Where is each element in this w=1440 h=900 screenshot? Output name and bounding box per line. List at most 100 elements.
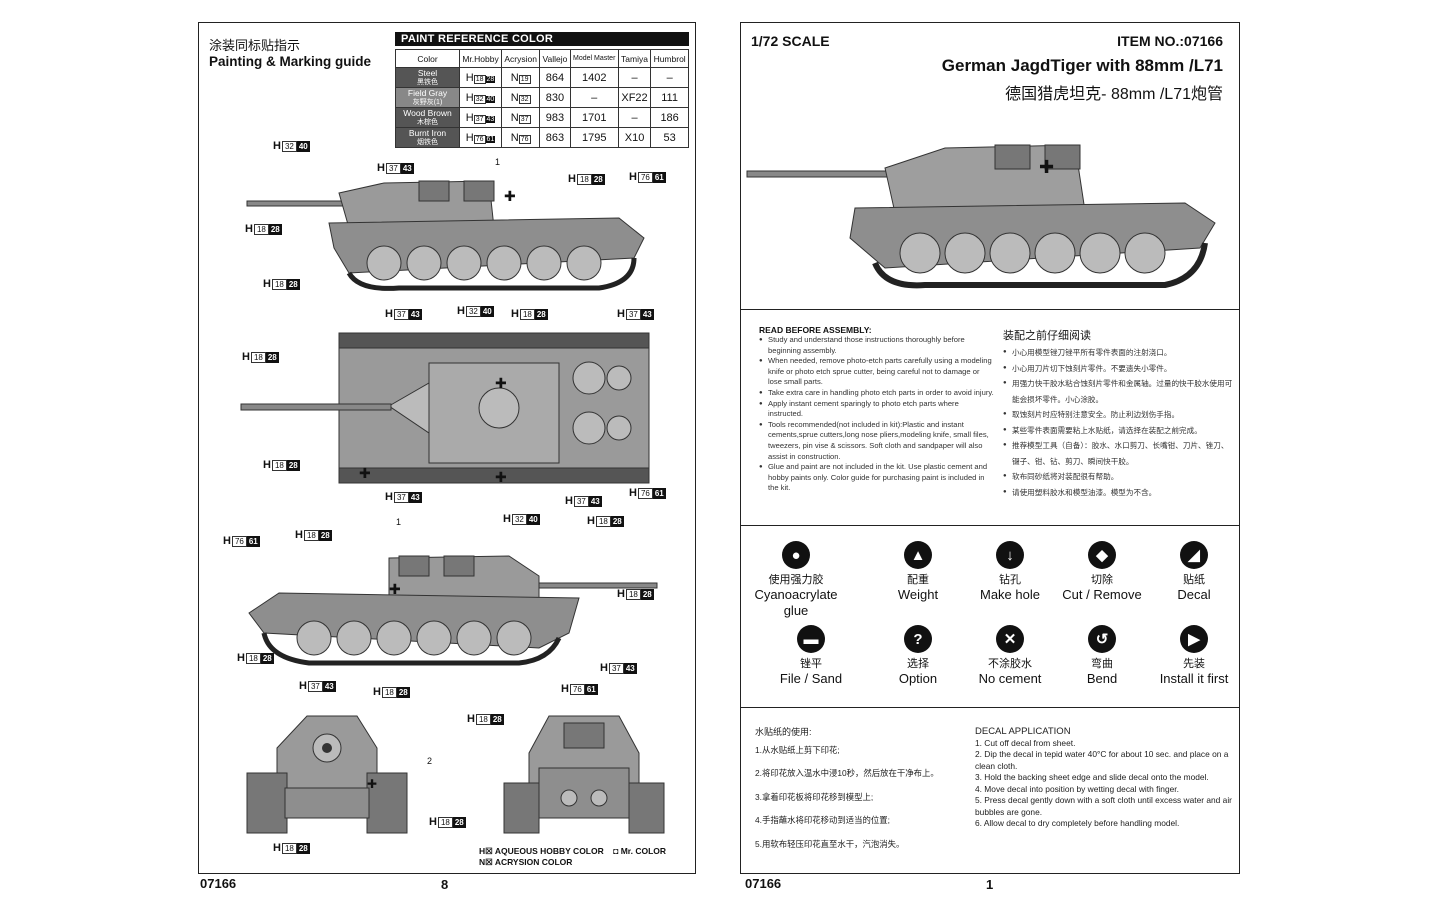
tank-front-view: ✚ xyxy=(246,715,408,834)
right-item-number: 07166 xyxy=(745,876,782,891)
instruction-item-cn: 请使用塑料胶水和模型油漆。模型为不含。 xyxy=(1003,485,1233,501)
decal-cn-step: 1.从水贴纸上剪下印花; xyxy=(755,744,840,755)
decal-en-step: 4. Move decal into position by wetting d… xyxy=(975,783,1179,794)
paint-reference: PAINT REFERENCE COLOR Color Mr.Hobby Acr… xyxy=(395,32,689,148)
tank-rear-view xyxy=(503,715,665,834)
paint-table: Color Mr.Hobby Acrysion Vallejo Model Ma… xyxy=(395,49,689,148)
decal-en-step: 6. Allow decal to dry completely before … xyxy=(975,818,1180,828)
decal-cn: 水贴纸的使用: 1.从水贴纸上剪下印花; 2.将印花放入温水中浸10秒，然后放在… xyxy=(755,727,980,856)
legend-h: AQUEOUS HOBBY COLOR xyxy=(494,846,604,856)
svg-text:✚: ✚ xyxy=(389,581,401,597)
paint-vallejo: 863 xyxy=(539,127,571,148)
svg-text:✚: ✚ xyxy=(504,188,516,204)
color-legend: H☒ AQUEOUS HOBBY COLOR ◘ Mr. COLOR N☒ AC… xyxy=(479,846,667,867)
paint-table-header-row: Color Mr.Hobby Acrysion Vallejo Model Ma… xyxy=(395,49,689,68)
paint-tamiya: – xyxy=(617,67,652,88)
col-acrysion: Acrysion xyxy=(501,49,541,68)
instruction-item: When needed, remove photo-etch parts car… xyxy=(759,356,994,388)
paint-mm: – xyxy=(569,87,619,108)
tank-side-view-right: ✚ xyxy=(248,555,658,666)
tank-box-art: ✚ xyxy=(746,144,1216,289)
decal-en-step: 3. Hold the backing sheet edge and slide… xyxy=(975,772,1209,782)
decal-en: DECAL APPLICATION 1. Cut off decal from … xyxy=(975,726,1233,830)
instruction-item-cn: 某些零件表面需要粘上水贴纸，请选择在装配之前完成。 xyxy=(1003,423,1233,439)
left-page: 涂装同标贴指示 Painting & Marking guide PAINT R… xyxy=(198,22,696,874)
instruction-item: Study and understand those instructions … xyxy=(759,335,994,356)
read-before-title: READ BEFORE ASSEMBLY: xyxy=(759,325,872,335)
paint-mm: 1795 xyxy=(569,127,619,148)
svg-text:✚: ✚ xyxy=(495,375,507,391)
instruction-item-cn: 用强力快干胶水粘合蚀刻片零件和金属轴。过量的快干胶水使用可能会损坏零件。小心涂胶… xyxy=(1003,376,1233,407)
marker-1-b: 1 xyxy=(396,517,402,527)
decal-icon: ◢ xyxy=(1180,541,1208,569)
instruction-item: Take extra care in handling photo etch p… xyxy=(759,388,994,399)
decal-cn-step: 3.拿着印花板将印花移到模型上; xyxy=(755,791,874,802)
left-item-number: 07166 xyxy=(200,876,237,891)
svg-text:✚: ✚ xyxy=(367,777,377,791)
col-color: Color xyxy=(395,49,460,68)
paint-tamiya: XF22 xyxy=(617,87,652,108)
instruction-item-cn: 推荐模型工具（自备）：胶水、水口剪刀、长嘴钳、刀片、锉刀、镊子、钳、钻、剪刀、瞬… xyxy=(1003,438,1233,469)
decal-en-title: DECAL APPLICATION xyxy=(975,726,1071,737)
instruction-item-cn: 小心用刀片切下蚀刻片零件。不要遗失小零件。 xyxy=(1003,361,1233,377)
decal-en-step: 5. Press decal gently down with a soft c… xyxy=(975,795,1232,817)
paint-humbrol: 186 xyxy=(650,107,689,128)
cut-icon: ◆ xyxy=(1088,541,1116,569)
marker-1-a: 1 xyxy=(495,157,501,167)
svg-text:✚: ✚ xyxy=(1039,157,1054,177)
paint-tamiya: – xyxy=(617,107,652,128)
product-title-cn: 德国猎虎坦克- 88mm /L71炮管 xyxy=(1005,86,1223,103)
col-tamiya: Tamiya xyxy=(617,49,652,68)
question-icon: ? xyxy=(904,625,932,653)
product-title-en: German JagdTiger with 88mm /L71 xyxy=(941,56,1223,75)
paint-vallejo: 983 xyxy=(539,107,571,128)
instruction-item-cn: 取蚀刻片时应特别注意安全。防止利边划伤手指。 xyxy=(1003,407,1233,423)
paint-vallejo: 864 xyxy=(539,67,571,88)
scale-label: 1/72 SCALE xyxy=(751,33,830,49)
legend-n: ACRYSION COLOR xyxy=(494,857,573,867)
glue-icon: ● xyxy=(782,541,810,569)
right-page: 1/72 SCALE ITEM NO.:07166 German JagdTig… xyxy=(740,22,1240,874)
bend-icon: ↺ xyxy=(1088,625,1116,653)
file-icon: ▬ xyxy=(797,625,825,653)
